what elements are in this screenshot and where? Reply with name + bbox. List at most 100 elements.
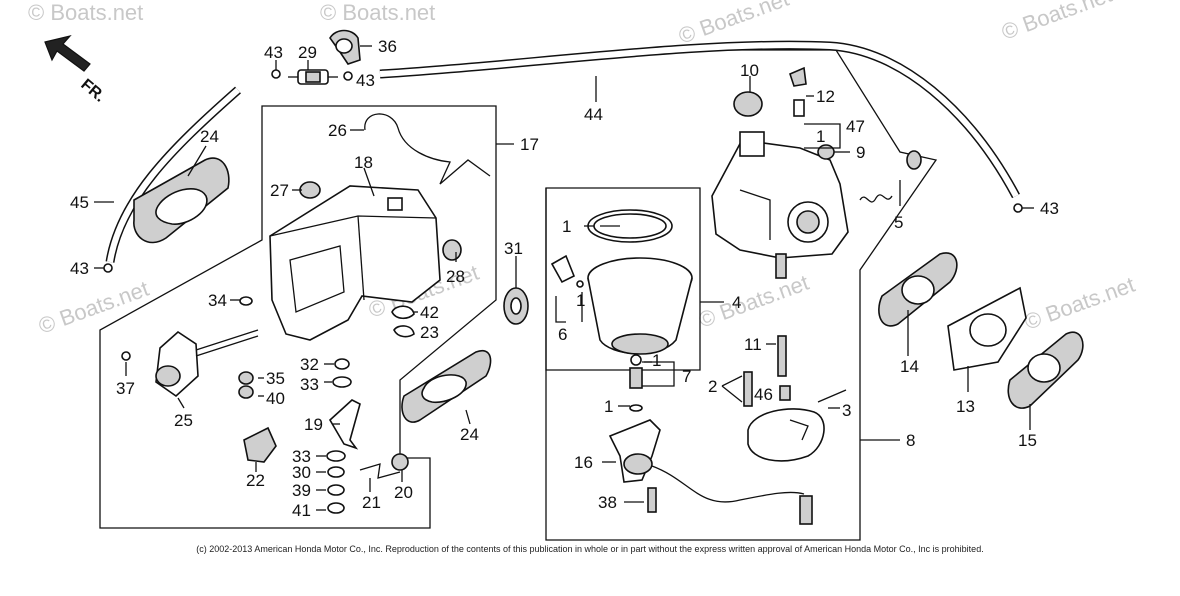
callout-45: 45 bbox=[70, 193, 89, 212]
callout-11: 11 bbox=[744, 335, 762, 354]
callout-43: 43 bbox=[356, 71, 375, 90]
gasket-1-top bbox=[587, 209, 673, 243]
lever-22 bbox=[243, 426, 277, 463]
callout-41: 41 bbox=[292, 501, 311, 520]
callout-20: 20 bbox=[394, 483, 413, 502]
watermark: © Boats.net bbox=[35, 276, 152, 339]
washer-33-lower bbox=[326, 450, 346, 462]
clip-23 bbox=[393, 325, 415, 338]
callout-44: 44 bbox=[584, 105, 603, 124]
drain-screw-6 bbox=[550, 254, 584, 288]
washer-41 bbox=[327, 502, 345, 514]
callout-8: 8 bbox=[906, 431, 915, 450]
needle-46 bbox=[779, 385, 791, 401]
direction-label: FR. bbox=[77, 76, 108, 106]
fuel-hose-45 bbox=[105, 86, 241, 263]
washer-1-lower bbox=[629, 404, 643, 412]
washer-39 bbox=[327, 484, 345, 496]
screw-12 bbox=[789, 66, 807, 117]
callout-35: 35 bbox=[266, 369, 285, 388]
callout-3: 3 bbox=[842, 401, 851, 420]
callout-34: 34 bbox=[208, 291, 227, 310]
copyright-notice: (c) 2002-2013 American Honda Motor Co., … bbox=[196, 544, 984, 554]
insulator-13 bbox=[947, 286, 1027, 371]
cap-10 bbox=[733, 91, 763, 117]
callout-5: 5 bbox=[894, 213, 903, 232]
callout-16: 16 bbox=[574, 453, 593, 472]
callout-1: 1 bbox=[816, 127, 825, 146]
fuel-hose-44 bbox=[379, 40, 1020, 199]
clip-43 bbox=[103, 69, 1023, 273]
float-bowl-4 bbox=[587, 257, 693, 355]
callout-23: 23 bbox=[420, 323, 439, 342]
callout-37: 37 bbox=[116, 379, 135, 398]
clip-42 bbox=[391, 305, 415, 320]
callout-40: 40 bbox=[266, 389, 285, 408]
bracket-19 bbox=[328, 399, 361, 450]
watermark: © Boats.net bbox=[28, 0, 143, 25]
leader-lines bbox=[94, 45, 1034, 511]
callout-32: 32 bbox=[300, 355, 319, 374]
gasket-14 bbox=[878, 252, 958, 327]
callout-7: 7 bbox=[682, 367, 691, 386]
watermark: © Boats.net bbox=[1021, 272, 1138, 335]
spring-21 bbox=[359, 463, 401, 479]
gasket-15 bbox=[1007, 331, 1084, 409]
callout-39: 39 bbox=[292, 481, 311, 500]
jet-2 bbox=[743, 371, 753, 407]
callout-labels: 43 29 36 43 44 10 12 47 1 9 24 26 17 18 … bbox=[70, 37, 1059, 520]
callout-21: 21 bbox=[362, 493, 381, 512]
nut-20 bbox=[391, 453, 409, 471]
carburetor-body bbox=[711, 131, 849, 279]
callout-43: 43 bbox=[264, 43, 283, 62]
front-direction-arrow-icon: FR. bbox=[44, 34, 108, 106]
callout-10: 10 bbox=[740, 61, 759, 80]
callout-24: 24 bbox=[200, 127, 219, 146]
callout-22: 22 bbox=[246, 471, 265, 490]
callout-19: 19 bbox=[304, 415, 323, 434]
callout-13: 13 bbox=[956, 397, 975, 416]
fuel-valve-25 bbox=[121, 329, 259, 398]
grommet-31 bbox=[503, 287, 529, 325]
watermark: © Boats.net bbox=[320, 0, 435, 25]
grommet-28 bbox=[442, 239, 462, 261]
callout-9: 9 bbox=[856, 143, 865, 162]
callout-46: 46 bbox=[754, 385, 773, 404]
choke-wire-26 bbox=[364, 113, 491, 185]
callout-38: 38 bbox=[598, 493, 617, 512]
screw-5 bbox=[859, 150, 922, 203]
callout-1: 1 bbox=[576, 291, 585, 310]
jet-11 bbox=[777, 335, 787, 377]
washer-30 bbox=[327, 466, 345, 478]
callout-1: 1 bbox=[604, 397, 613, 416]
callout-4: 4 bbox=[732, 293, 741, 312]
gasket-24-lower bbox=[401, 349, 492, 423]
callout-6: 6 bbox=[558, 325, 567, 344]
callout-18: 18 bbox=[354, 153, 373, 172]
callout-29: 29 bbox=[298, 43, 317, 62]
watermark: © Boats.net bbox=[998, 0, 1115, 45]
bolt-38 bbox=[647, 487, 657, 513]
callout-33: 33 bbox=[300, 375, 319, 394]
washer-32 bbox=[334, 358, 350, 370]
callout-17: 17 bbox=[520, 135, 539, 154]
callout-36: 36 bbox=[378, 37, 397, 56]
callout-42: 42 bbox=[420, 303, 439, 322]
callout-27: 27 bbox=[270, 181, 289, 200]
washer-33-upper bbox=[332, 376, 352, 388]
callout-12: 12 bbox=[816, 87, 835, 106]
cap-27 bbox=[299, 181, 321, 199]
callout-47: 47 bbox=[846, 117, 865, 136]
carburetor-assembly-box bbox=[545, 49, 938, 541]
nut-35 bbox=[238, 371, 254, 385]
callout-28: 28 bbox=[446, 267, 465, 286]
callout-15: 15 bbox=[1018, 431, 1037, 450]
gasket-24-upper bbox=[133, 157, 230, 244]
callout-24: 24 bbox=[460, 425, 479, 444]
washer-34 bbox=[239, 296, 253, 306]
fuel-tank-assembly-box bbox=[99, 105, 497, 529]
callout-1: 1 bbox=[652, 351, 661, 370]
nut-40 bbox=[238, 385, 254, 399]
callout-25: 25 bbox=[174, 411, 193, 430]
